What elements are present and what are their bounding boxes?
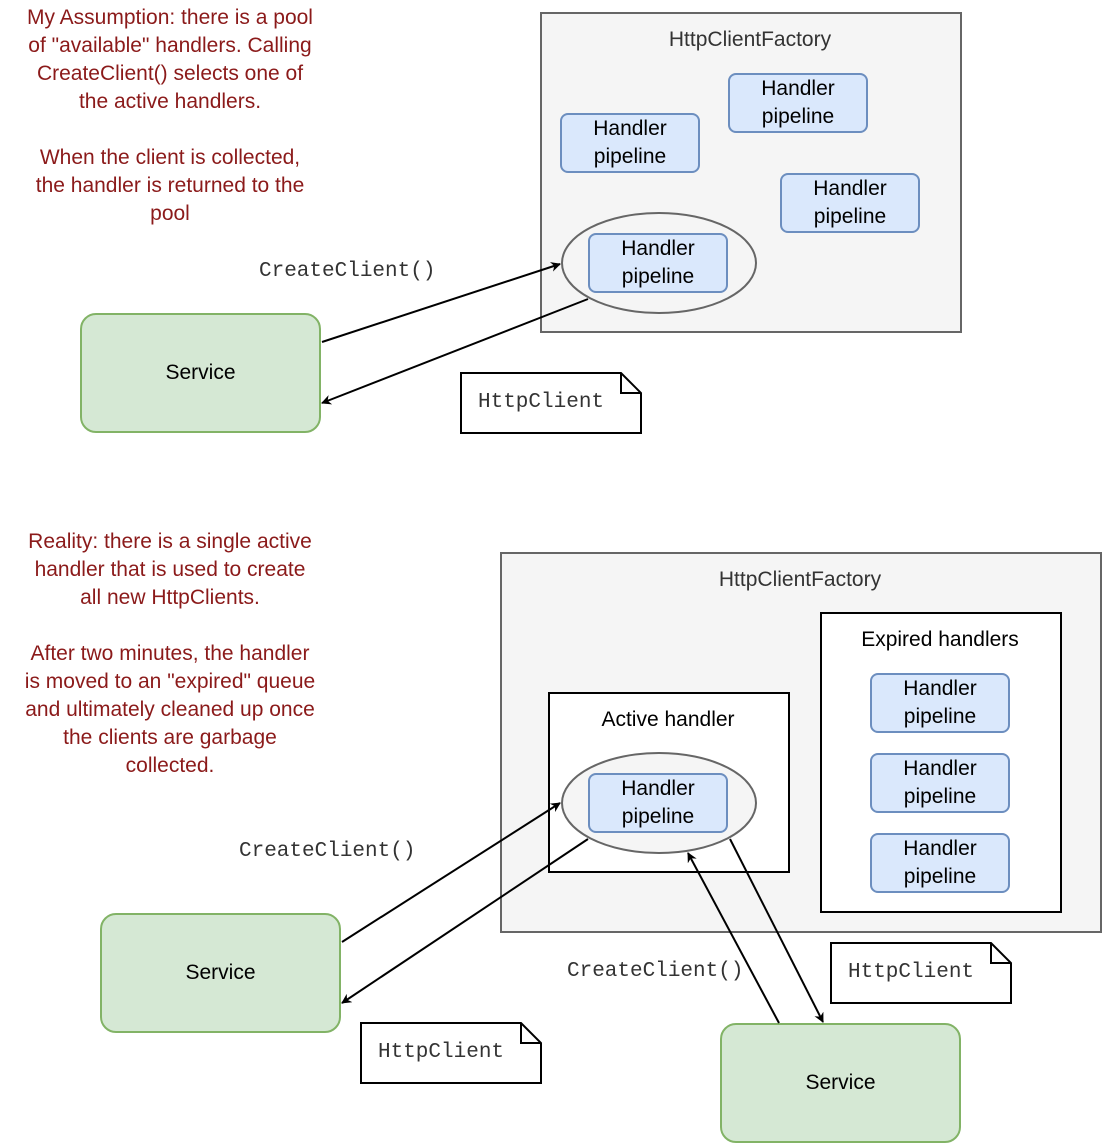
active-handler-label: Active handler: [601, 708, 735, 731]
service-node-bottom-left: Service: [100, 913, 341, 1033]
active-handler-pipeline: Handler pipeline: [588, 773, 728, 833]
assumption-note: My Assumption: there is a pool of "avail…: [27, 6, 313, 225]
factory-label-bottom: HttpClientFactory: [718, 568, 882, 591]
expired-handler-pipeline: Handler pipeline: [870, 753, 1010, 813]
service-node-bottom-right: Service: [720, 1023, 961, 1143]
create-client-label-top: CreateClient(): [259, 260, 436, 283]
httpclient-doc-label-bottom-right: HttpClient: [848, 961, 975, 984]
expired-handler-pipeline: Handler pipeline: [870, 833, 1010, 893]
reality-note: Reality: there is a single active handle…: [24, 530, 316, 777]
handler-pipeline: Handler pipeline: [780, 173, 920, 233]
factory-label-top: HttpClientFactory: [668, 28, 832, 51]
service-node-top: Service: [80, 313, 321, 433]
httpclient-doc-label-bottom-left: HttpClient: [378, 1041, 505, 1064]
expired-handlers-label: Expired handlers: [861, 628, 1019, 651]
handler-pipeline: Handler pipeline: [728, 73, 868, 133]
handler-pipeline: Handler pipeline: [560, 113, 700, 173]
expired-handler-pipeline: Handler pipeline: [870, 673, 1010, 733]
selected-handler-pipeline: Handler pipeline: [588, 233, 728, 293]
create-client-label-bottom-left: CreateClient(): [239, 840, 416, 863]
httpclient-doc-label-top: HttpClient: [478, 391, 605, 414]
create-client-label-bottom-right: CreateClient(): [567, 960, 744, 983]
